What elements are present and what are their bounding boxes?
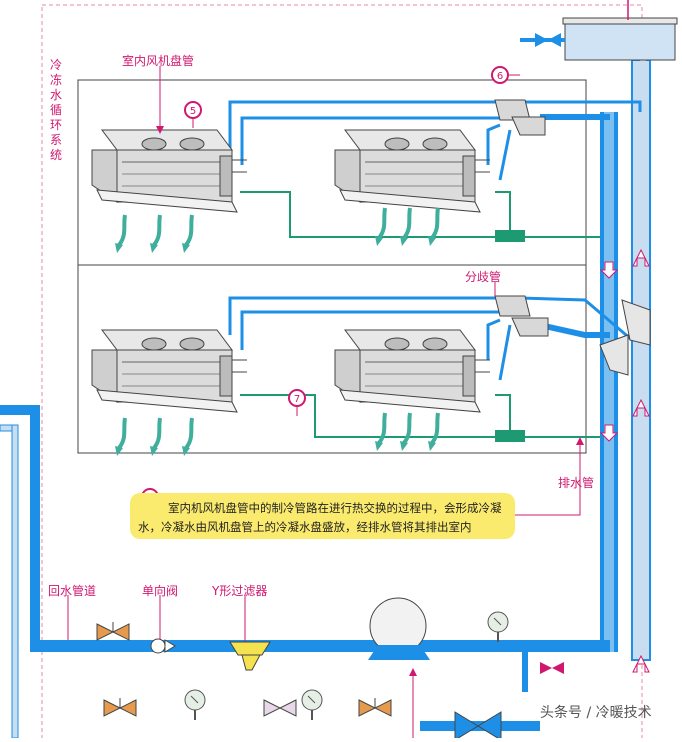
label-branch-pipe: 分歧管	[465, 270, 502, 284]
watermark: 头条号 / 冷暖技术	[540, 705, 652, 721]
svg-text:6: 6	[497, 71, 503, 82]
note-line-2: 水，冷凝水由风机盘管上的冷凝水盘盛放，经排水管将其排出室内	[138, 520, 472, 534]
branch-fittings	[494, 99, 651, 376]
supply-loop	[0, 405, 610, 739]
upper-refrigerant-lines	[228, 100, 642, 181]
fan-coil-upper-left	[91, 129, 248, 213]
water-tank	[520, 0, 678, 61]
fan-coil-upper-right	[334, 129, 491, 213]
badge-6: 6	[491, 66, 520, 84]
fan-coil-lower-left	[91, 329, 248, 413]
lower-refrigerant-lines	[228, 296, 633, 381]
upper-drain-line	[240, 191, 600, 242]
flow-arrows	[599, 248, 650, 673]
label-return-pipe: 回水管道	[48, 584, 97, 598]
note-line-1: 室内机风机盘管中的制冷管路在进行热交换的过程中，会形成冷凝	[168, 501, 502, 515]
leader-lines	[67, 66, 584, 738]
label-fan-coil: 室内风机盘管	[122, 54, 195, 68]
svg-text:5: 5	[190, 106, 196, 117]
bottom-components	[96, 597, 564, 741]
label-y-filter: Y形过滤器	[212, 584, 268, 598]
label-drain-pipe: 排水管	[558, 476, 595, 490]
condensate-note: 室内机风机盘管中的制冷管路在进行热交换的过程中，会形成冷凝 水，冷凝水由风机盘管…	[130, 493, 515, 539]
label-check-valve: 单向阀	[142, 584, 179, 598]
room-lower	[77, 264, 587, 454]
riser-pipes	[600, 40, 651, 661]
fan-coil-lower-right	[334, 329, 491, 413]
svg-text:7: 7	[294, 394, 300, 405]
badge-5: 5	[184, 101, 202, 128]
label-system: 冷冻水循环系统	[50, 58, 63, 162]
badge-7-lower: 7	[288, 389, 306, 416]
